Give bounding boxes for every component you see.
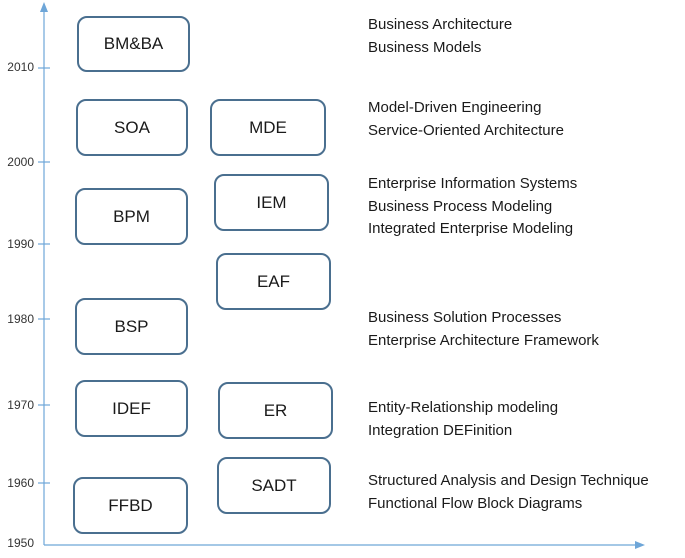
box-sadt: SADT (217, 457, 331, 514)
tick-label-1970: 1970 (7, 398, 34, 412)
box-bmba: BM&BA (77, 16, 190, 72)
description-line: Enterprise Information Systems (368, 175, 578, 192)
tick-label-1980: 1980 (7, 312, 34, 326)
tick-label-1960: 1960 (7, 476, 34, 490)
box-idef: IDEF (75, 380, 188, 437)
tick-label-1950: 1950 (7, 536, 34, 550)
description-line: Entity-Relationship modeling (368, 399, 559, 416)
box-soa: SOA (76, 99, 188, 156)
description-group-2010s: Business Architecture Business Models (368, 14, 512, 59)
description-group-1970s: Entity-Relationship modeling Integration… (368, 397, 558, 442)
box-bsp: BSP (75, 298, 188, 355)
tick-label-2000: 2000 (7, 155, 34, 169)
description-line: Integrated Enterprise Modeling (368, 220, 574, 237)
y-axis-ticks (38, 67, 50, 484)
description-line: Integration DEFinition (368, 421, 513, 439)
description-group-2000s: Model-Driven Engineering Service-Oriente… (368, 97, 564, 142)
description-line: Business Process Modeling (368, 197, 553, 215)
description-line: Functional Flow Block Diagrams (368, 494, 583, 512)
description-line: Business Models (368, 38, 482, 56)
description-group-1960s: Structured Analysis and Design Technique… (368, 470, 649, 515)
description-line: Service-Oriented Architecture (368, 121, 564, 139)
description-line: Model-Driven Engineering (368, 99, 542, 116)
box-er: ER (218, 382, 333, 439)
box-mde: MDE (210, 99, 326, 156)
tick-label-1990: 1990 (7, 237, 34, 251)
box-eaf: EAF (216, 253, 331, 310)
box-bpm: BPM (75, 188, 188, 245)
x-axis-arrowhead (635, 541, 645, 549)
description-group-1980s: Business Solution Processes Enterprise A… (368, 307, 599, 352)
description-line: Structured Analysis and Design Technique (368, 472, 649, 489)
box-iem: IEM (214, 174, 329, 231)
description-group-1990s: Enterprise Information Systems Business … (368, 173, 577, 241)
y-axis-arrowhead (40, 2, 48, 12)
box-ffbd: FFBD (73, 477, 188, 534)
tick-label-2010: 2010 (7, 60, 34, 74)
description-line: Enterprise Architecture Framework (368, 331, 599, 349)
description-line: Business Architecture (368, 16, 513, 33)
description-line: Business Solution Processes (368, 309, 562, 326)
